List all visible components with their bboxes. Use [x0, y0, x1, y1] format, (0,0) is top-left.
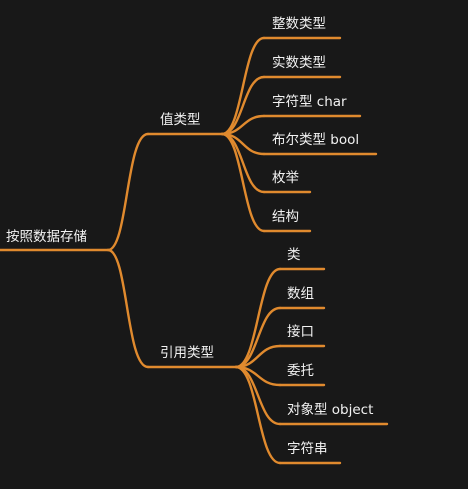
edge-root-to-reference-types [106, 248, 150, 369]
leaf-interface-type-label: 接口 [287, 323, 314, 340]
leaf-struct-type[interactable]: 结构 [262, 209, 312, 233]
leaf-real-type[interactable]: 实数类型 [262, 55, 342, 79]
leaf-delegate-type-label: 委托 [287, 363, 314, 379]
branch-reference-types-label: 引用类型 [160, 345, 214, 361]
leaf-struct-type-label: 结构 [272, 209, 299, 225]
leaf-enum-type-label: 枚举 [272, 170, 299, 186]
leaf-int-type-label: 整数类型 [272, 16, 326, 32]
leaf-char-type-label: 字符型 char [272, 94, 347, 110]
leaf-object-type-label: 对象型 object [287, 402, 373, 418]
edge-reference-types-to-class [234, 267, 282, 369]
leaf-string-type[interactable]: 字符串 [278, 441, 342, 465]
leaf-bool-type-label: 布尔类型 bool [272, 132, 359, 148]
leaf-delegate-type[interactable]: 委托 [278, 363, 326, 387]
leaf-array-type[interactable]: 数组 [278, 286, 326, 310]
root-label: 按照数据存储 [6, 229, 87, 245]
leaf-real-type-label: 实数类型 [272, 55, 326, 71]
edge-root-to-value-types [106, 132, 150, 252]
leaf-interface-type[interactable]: 接口 [278, 323, 326, 348]
edge-value-types-to-struct [220, 132, 266, 233]
edge-reference-types-to-array [234, 306, 282, 369]
leaf-class-type-label: 类 [287, 247, 301, 263]
leaf-class-type[interactable]: 类 [278, 247, 326, 271]
branch-reference-types[interactable]: 引用类型 [146, 345, 238, 369]
root-node[interactable]: 按照数据存储 [0, 229, 110, 252]
leaf-string-type-label: 字符串 [287, 441, 328, 457]
leaf-array-type-label: 数组 [287, 286, 314, 302]
leaf-enum-type[interactable]: 枚举 [262, 170, 312, 194]
branch-value-types[interactable]: 值类型 [146, 112, 224, 136]
edge-value-types-to-int [220, 36, 266, 136]
leaf-int-type[interactable]: 整数类型 [262, 16, 342, 40]
leaf-object-type[interactable]: 对象型 object [278, 402, 389, 426]
leaf-char-type[interactable]: 字符型 char [262, 94, 362, 118]
leaf-bool-type[interactable]: 布尔类型 bool [262, 132, 378, 156]
edge-reference-types-to-string [234, 365, 282, 465]
branch-value-types-label: 值类型 [160, 112, 201, 128]
